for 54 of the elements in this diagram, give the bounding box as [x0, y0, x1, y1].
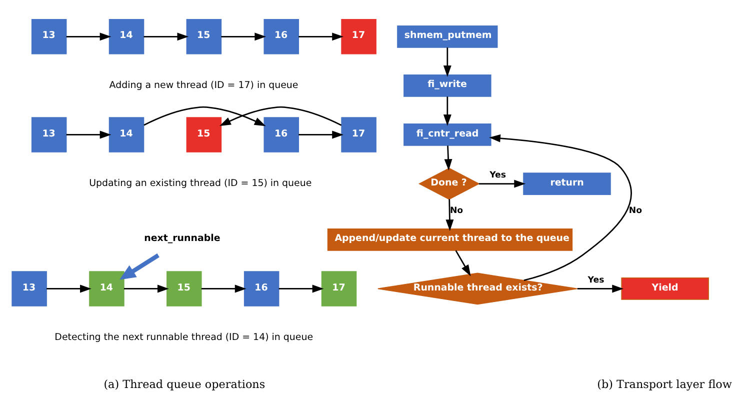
node-box: 17: [341, 116, 376, 152]
edge-label: Yes: [588, 275, 604, 286]
arrow: [220, 106, 342, 126]
arrow: [201, 284, 246, 292]
arrow: [455, 250, 471, 276]
node-box: fi_cntr_read: [404, 123, 492, 146]
edge-label: No: [450, 206, 464, 216]
label: (a) Thread queue operations: [104, 378, 266, 390]
node-box: 17: [321, 270, 357, 306]
arrow: [489, 134, 632, 281]
node-box: 13: [31, 116, 67, 152]
arrow: [443, 96, 452, 126]
arrow: [478, 179, 526, 188]
node-box: 13: [12, 270, 47, 306]
arrow: [144, 106, 266, 126]
arrow: [221, 32, 266, 40]
node-box: fi_write: [404, 74, 492, 96]
node-box: 15: [166, 270, 202, 306]
edge-label: Yes: [490, 170, 506, 180]
arrow: [278, 284, 324, 292]
node-box: Append/update current thread to the queue: [327, 228, 573, 250]
arrow: [446, 198, 454, 230]
node-box: 15: [186, 18, 222, 54]
label: Updating an existing thread (ID = 15) in queue: [89, 178, 312, 189]
node-diamond: Done ?: [418, 167, 480, 200]
arrow: [120, 252, 160, 280]
arrow: [124, 284, 169, 292]
node-box: 16: [264, 18, 299, 54]
label: Detecting the next runnable thread (ID = 14) in queue: [54, 332, 314, 343]
node-box: return: [523, 172, 611, 194]
arrow: [298, 130, 344, 138]
node-box: 13: [31, 18, 67, 54]
arrow: [144, 32, 189, 40]
label: (b) Transport layer flow: [597, 378, 732, 390]
node-box: 14: [108, 116, 144, 152]
node-box: 15: [186, 116, 222, 152]
arrow: [66, 32, 112, 40]
arrow: [444, 145, 452, 170]
arrow: [298, 32, 344, 40]
node-box: 16: [264, 116, 299, 152]
label: Adding a new thread (ID = 17) in queue: [109, 80, 298, 91]
node-diamond: Runnable thread exists?: [377, 272, 578, 304]
node-box: 16: [244, 270, 280, 306]
arrow: [577, 284, 624, 292]
node-box: 17: [341, 18, 376, 54]
node-text: next_runnable: [144, 232, 220, 244]
arrow: [46, 284, 92, 292]
edge-label: No: [628, 206, 642, 216]
node-box: 14: [89, 270, 124, 306]
node-box: shmem_putmem: [397, 24, 498, 48]
arrow: [66, 130, 112, 138]
node-box: Yield: [621, 277, 709, 300]
arrow: [443, 47, 452, 76]
node-box: 14: [108, 18, 144, 54]
